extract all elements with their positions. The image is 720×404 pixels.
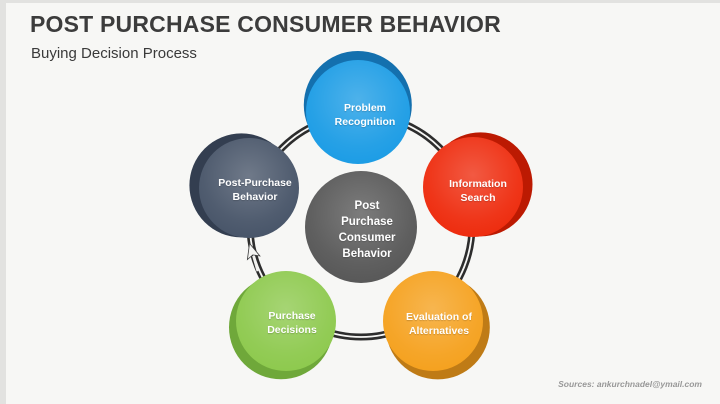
step-label-evaluation-of-alternatives: Evaluation of Alternatives [406, 310, 472, 337]
cycle-diagram [189, 51, 533, 380]
source-note: Sources: ankurchnadel@ymail.com [558, 379, 702, 389]
step-label-purchase-decisions: Purchase Decisions [267, 309, 317, 336]
step-label-information-search: Information Search [449, 177, 507, 204]
sheen-information-search [423, 137, 523, 237]
flow-arrow-icon [246, 242, 261, 272]
step-label-post-purchase-behavior: Post-Purchase Behavior [218, 176, 292, 203]
page-title: POST PURCHASE CONSUMER BEHAVIOR [30, 11, 501, 37]
page-subtitle: Buying Decision Process [31, 45, 197, 62]
sheen-center [305, 171, 417, 283]
slide-canvas: POST PURCHASE CONSUMER BEHAVIOR Buying D… [6, 3, 720, 404]
sheen-purchase-decisions [236, 271, 336, 371]
sheen-post-purchase-behavior [199, 138, 299, 238]
sheen-evaluation-of-alternatives [383, 271, 483, 371]
step-label-problem-recognition: Problem Recognition [334, 101, 396, 128]
sheen-problem-recognition [306, 60, 410, 164]
center-label: Post Purchase Consumer Behavior [338, 199, 396, 261]
